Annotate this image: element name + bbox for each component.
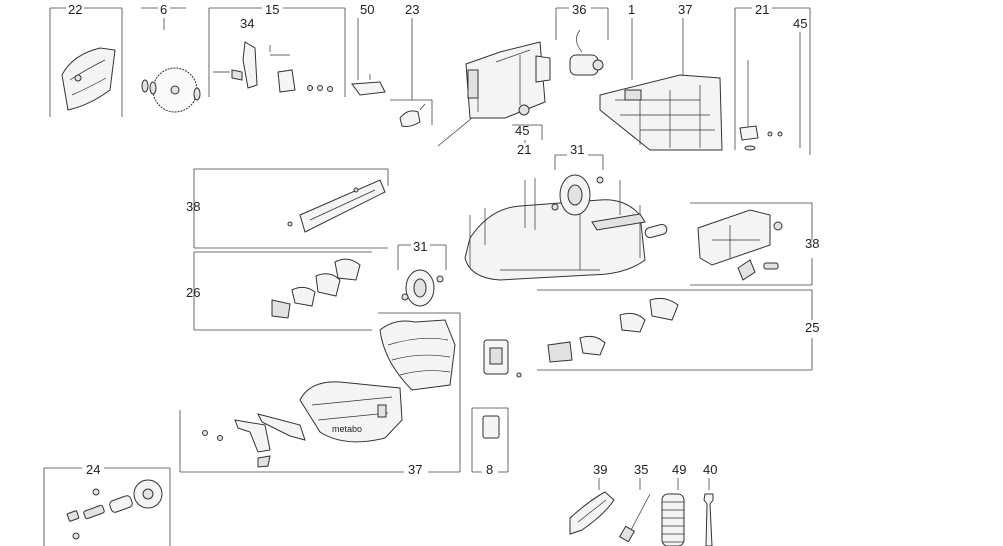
blade-cover-part — [379, 319, 456, 391]
callout-6: 6 — [160, 2, 167, 17]
callout-38-right: 38 — [805, 236, 819, 251]
bevel-scale-part — [202, 413, 306, 468]
callout-37-bottom: 37 — [408, 462, 422, 477]
blade-guard-part — [61, 47, 116, 111]
callout-23: 23 — [405, 2, 419, 17]
handle-grip-part — [644, 223, 668, 239]
callout-1: 1 — [628, 2, 635, 17]
stand-frame — [464, 178, 646, 281]
callout-26: 26 — [186, 285, 200, 300]
power-cord-part — [618, 493, 651, 543]
callout-36: 36 — [572, 2, 586, 17]
column-screw-part — [739, 60, 783, 151]
motor-part — [569, 29, 604, 76]
adjustment-knob-assembly — [66, 479, 163, 540]
callout-39: 39 — [593, 462, 607, 477]
callout-25: 25 — [805, 320, 819, 335]
wheel-part-top — [551, 174, 604, 216]
wheel-part-left — [401, 269, 444, 307]
callout-45-mid: 45 — [515, 123, 529, 138]
callout-45-right: 45 — [793, 16, 807, 31]
table-base-part: metabo — [299, 381, 403, 443]
wrench-part — [703, 493, 714, 546]
motor-rail-assembly — [437, 41, 551, 147]
callout-21-mid: 21 — [517, 142, 531, 157]
metabo-logo: metabo — [332, 424, 362, 434]
callout-22: 22 — [68, 2, 82, 17]
lever-part — [399, 103, 426, 127]
callout-31-left: 31 — [413, 239, 427, 254]
callout-37-top: 37 — [678, 2, 692, 17]
callout-38-left: 38 — [186, 199, 200, 214]
switch-housing-part — [482, 339, 522, 439]
callout-31-top: 31 — [570, 142, 584, 157]
extension-bracket-right — [697, 209, 783, 281]
callout-34: 34 — [240, 16, 254, 31]
callout-40: 40 — [703, 462, 717, 477]
dust-hose-part — [661, 493, 685, 546]
clamp-part — [351, 74, 386, 96]
saw-blade-part — [141, 67, 201, 113]
callout-49: 49 — [672, 462, 686, 477]
saw-table-part — [599, 74, 723, 151]
callout-21-top: 21 — [755, 2, 769, 17]
callout-50: 50 — [360, 2, 374, 17]
clamp-jaws-right — [547, 297, 679, 363]
callout-35: 35 — [634, 462, 648, 477]
callout-15: 15 — [265, 2, 279, 17]
extension-arm-left — [287, 179, 386, 233]
riving-knife-part — [213, 41, 333, 93]
clamp-jaws-left — [271, 258, 361, 319]
callout-24: 24 — [86, 462, 100, 477]
push-stick-part — [569, 491, 615, 535]
callout-8: 8 — [486, 462, 493, 477]
bracket-lines — [43, 7, 813, 546]
